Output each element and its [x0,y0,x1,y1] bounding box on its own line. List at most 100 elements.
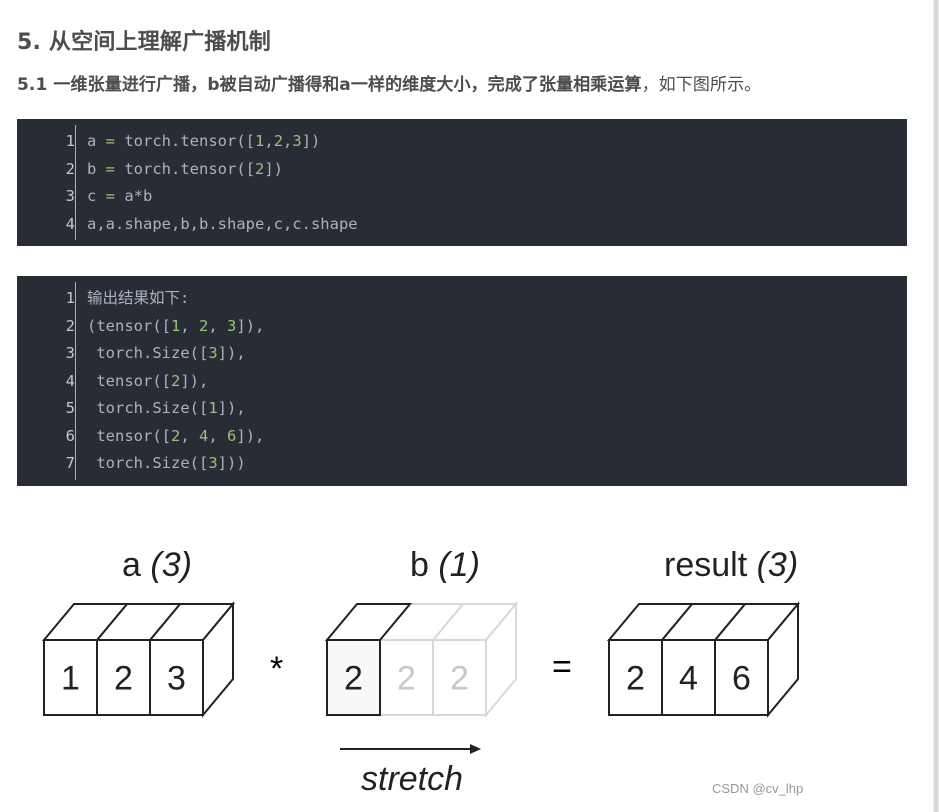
code-token: 2 [273,132,284,150]
code-token: b [87,159,106,178]
cube-cell: 2 [606,603,695,716]
cube-cell: 2 [94,603,183,716]
code-token: 2 [171,371,181,390]
cube-cell: 1 [41,603,130,716]
code-token: 6 [227,426,237,445]
tensor-result-cubes: 642 [606,601,801,718]
code-token: = [105,132,116,150]
line-number: 4 [65,214,75,233]
code-token: torch.tensor([ [115,159,255,178]
code-token: (tensor([ [87,316,171,335]
cube-value: 2 [114,660,133,698]
code-token: = [105,159,116,178]
watermark: CSDN @cv_lhp [712,781,803,796]
code-token: a*b [115,187,153,205]
code-line: 3 torch.Size([3]), [17,340,907,368]
code-token: 4 [199,426,209,445]
code-token: , [208,426,228,445]
line-number: 7 [65,454,75,472]
cube-cell: 2 [430,601,519,718]
code-token: torch.Size([ [87,454,209,472]
stretch-arrow [340,744,481,754]
code-token: , [264,132,274,150]
cube-value: 2 [626,660,645,698]
code-token: , [180,426,200,445]
code-gutter-divider [75,125,76,240]
label-a: a (3) [122,546,192,584]
multiply-symbol: * [270,650,283,688]
code-token: 1 [255,132,265,150]
code-token: ])) [217,454,246,472]
cube-cell: 2 [377,603,466,716]
code-token: ]), [236,316,265,335]
subsection-heading-normal: ，如下图所示。 [641,75,762,95]
code-token: 3 [292,132,302,150]
code-token: 2 [255,159,265,178]
code-text: c = a*b [87,183,152,211]
code-token: 输出结果如下: [87,289,190,307]
code-token: 3 [208,454,218,472]
code-token: ]) [301,132,321,150]
code-line: 6 tensor([2, 4, 6]), [17,423,907,451]
code-token: c [87,187,106,205]
tensor-b-cubes: 222 [324,601,519,718]
equals-symbol: = [552,648,572,686]
code-token: torch.Size([ [87,344,209,362]
label-result: result (3) [664,546,798,584]
line-number: 2 [65,159,75,178]
code-token: torch.tensor([ [115,132,255,150]
code-token: 3 [227,316,237,335]
label-b: b (1) [410,546,480,584]
line-number: 6 [65,426,75,445]
code-token: ]), [217,344,246,362]
code-line: 2(tensor([1, 2, 3]), [17,313,907,341]
tensor-a-cubes: 321 [41,601,236,718]
code-token: 2 [171,426,181,445]
page-scrollbar-thumb[interactable] [934,0,938,812]
code-token: 3 [208,344,218,362]
code-token: ]) [264,159,284,178]
cube-value: 2 [450,660,469,698]
code-text: a,a.shape,b,b.shape,c,c.shape [87,211,358,239]
code-text: torch.Size([3])) [87,450,246,478]
cube-cell: 6 [712,601,801,718]
code-text: torch.Size([3]), [87,340,246,368]
code-text: b = torch.tensor([2]) [87,156,283,184]
line-number: 1 [65,132,75,150]
code-token: , [180,316,200,335]
cube-value: 6 [732,660,751,698]
code-text: (tensor([1, 2, 3]), [87,313,264,341]
subsection-heading-bold: 5.1 一维张量进行广播，b被自动广播得和a一样的维度大小，完成了张量相乘运算 [17,75,642,95]
code-text: 输出结果如下: [87,285,189,313]
line-number: 1 [65,289,75,307]
code-line: 7 torch.Size([3])) [17,450,907,478]
cube-cell: 2 [324,603,413,716]
code-token: 2 [199,316,209,335]
code-token: , [208,316,228,335]
code-token: a,a.shape,b,b.shape,c,c.shape [87,214,358,233]
cube-value: 1 [61,660,80,698]
code-token: ]), [236,426,265,445]
line-number: 3 [65,187,75,205]
line-number: 3 [65,344,75,362]
code-token: 1 [171,316,181,335]
broadcast-figure: a (3) b (1) result (3) 321 * 222 = 642 s… [41,546,803,798]
code-line: 1 输出结果如下: [17,285,907,313]
code-line: 4 tensor([2]), [17,368,907,396]
code-text: a = torch.tensor([1,2,3]) [87,128,320,156]
code-text: torch.Size([1]), [87,395,246,423]
line-number: 2 [65,316,75,335]
line-number: 4 [65,371,75,390]
cube-cell: 4 [659,603,748,716]
code-token: a [87,132,106,150]
code-line: 5 torch.Size([1]), [17,395,907,423]
code-token: ]), [217,399,246,417]
code-token: = [105,187,116,205]
code-token: torch.Size([ [87,399,209,417]
code-gutter-divider [75,282,76,480]
